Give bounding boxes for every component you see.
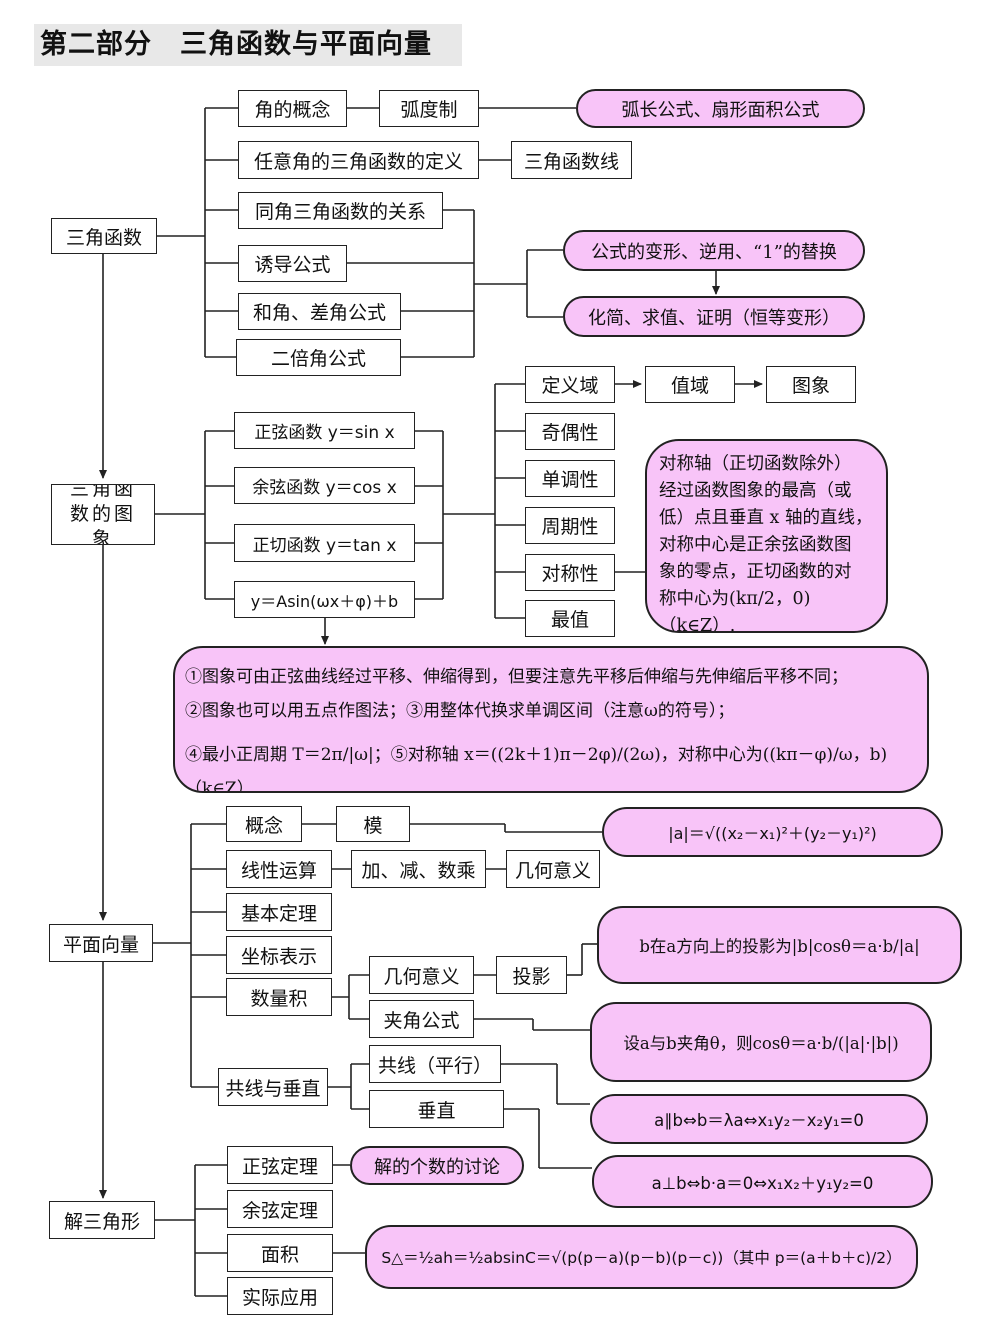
node-area-formula: S△＝½ah＝½absinC＝√(p(p－a)(p－b)(p－c))（其中 p＝… bbox=[365, 1225, 918, 1289]
node-symmetry-note: 对称轴（正切函数除外） 经过函数图象的最高（或 低）点且垂直 x 轴的直线， 对… bbox=[645, 439, 888, 633]
node-plane-vectors: 平面向量 bbox=[49, 924, 153, 962]
node-graph-notes: ①图象可由正弦曲线经过平移、伸缩得到，但要注意先平移后伸缩与先伸缩后平移不同； … bbox=[173, 646, 929, 793]
node-dot-geo: 几何意义 bbox=[369, 956, 474, 994]
node-concept: 概念 bbox=[226, 806, 302, 842]
node-collinear: 共线（平行） bbox=[369, 1045, 501, 1083]
node-trig-line: 三角函数线 bbox=[511, 141, 632, 179]
node-area: 面积 bbox=[227, 1234, 333, 1272]
node-general-sine: y＝Asin(ωx＋φ)＋b bbox=[234, 581, 415, 618]
node-simplify: 化简、求值、证明（恒等变形） bbox=[563, 296, 865, 337]
node-linear-ops: 线性运算 bbox=[226, 850, 332, 888]
node-any-angle-def: 任意角的三角函数的定义 bbox=[238, 141, 479, 179]
node-add-sub: 加、减、数乘 bbox=[351, 850, 486, 888]
node-range: 值域 bbox=[645, 366, 735, 403]
graph-note-line-2: ②图象也可以用五点作图法；③用整体代换求单调区间（注意ω的符号）； bbox=[185, 701, 735, 721]
node-solve-triangle: 解三角形 bbox=[49, 1201, 155, 1239]
node-arc-formula: 弧长公式、扇形面积公式 bbox=[576, 89, 865, 128]
node-double: 二倍角公式 bbox=[236, 339, 401, 376]
node-projection-formula: b在a方向上的投影为|b|cosθ＝a·b/|a| bbox=[597, 906, 962, 984]
node-modulus-formula: |a|＝√((x₂－x₁)²＋(y₂－y₁)²) bbox=[602, 807, 943, 857]
node-transform: 公式的变形、逆用、“1”的替换 bbox=[563, 230, 865, 271]
node-cos: 余弦函数 y＝cos x bbox=[234, 467, 415, 504]
node-modulus: 模 bbox=[336, 806, 410, 842]
node-sin: 正弦函数 y＝sin x bbox=[234, 412, 415, 449]
node-collinear-perp: 共线与垂直 bbox=[218, 1068, 328, 1106]
node-dot-product: 数量积 bbox=[226, 978, 332, 1016]
node-angle-formula: 设a与b夹角θ，则cosθ＝a·b/(|a|·|b|) bbox=[590, 1002, 932, 1082]
node-perpendicular: 垂直 bbox=[369, 1090, 504, 1128]
graph-note-line-1: ①图象可由正弦曲线经过平移、伸缩得到，但要注意先平移后伸缩与先伸缩后平移不同； bbox=[185, 667, 848, 687]
node-radian: 弧度制 bbox=[379, 90, 479, 127]
page-title: 第二部分 三角函数与平面向量 bbox=[34, 24, 462, 66]
node-sine-law: 正弦定理 bbox=[227, 1146, 333, 1184]
node-geo-meaning: 几何意义 bbox=[506, 850, 600, 888]
sym-note-line-5: 象的零点，正切函数的对 bbox=[659, 562, 852, 582]
node-same-angle: 同角三角函数的关系 bbox=[238, 192, 443, 229]
node-tan: 正切函数 y＝tan x bbox=[234, 524, 415, 562]
node-trig-functions: 三角函数 bbox=[51, 218, 157, 254]
node-domain: 定义域 bbox=[525, 366, 615, 403]
sym-note-line-3: 低）点且垂直 x 轴的直线， bbox=[659, 508, 873, 528]
graph-note-line-3: ④最小正周期 T＝2π/|ω|；⑤对称轴 x＝((2k＋1)π－2φ)/(2ω)… bbox=[185, 745, 888, 793]
sym-note-line-1: 对称轴（正切函数除外） bbox=[659, 454, 852, 474]
node-perp-formula: a⊥b⇔b·a＝0⇔x₁x₂＋y₁y₂=0 bbox=[592, 1155, 933, 1208]
node-angle-formula-label: 夹角公式 bbox=[369, 1000, 474, 1038]
node-coord: 坐标表示 bbox=[226, 936, 332, 974]
sym-note-line-4: 对称中心是正余弦函数图 bbox=[659, 535, 852, 555]
node-application: 实际应用 bbox=[227, 1277, 333, 1315]
node-trig-graphs: 三角函数的图象 bbox=[51, 484, 155, 545]
node-cosine-law: 余弦定理 bbox=[227, 1190, 333, 1228]
node-induction: 诱导公式 bbox=[238, 245, 347, 282]
node-extreme: 最值 bbox=[525, 600, 615, 637]
node-projection: 投影 bbox=[496, 956, 567, 994]
node-angle-concept: 角的概念 bbox=[238, 90, 347, 127]
node-graph: 图象 bbox=[766, 366, 856, 403]
node-parallel-formula: a∥b⇔b＝λa⇔x₁y₂－x₂y₁=0 bbox=[590, 1094, 928, 1144]
node-basic-theorem: 基本定理 bbox=[226, 893, 332, 931]
node-period: 周期性 bbox=[525, 507, 615, 544]
sym-note-line-6: 称中心为(kπ/2，0)（k∈Z）. bbox=[659, 589, 811, 633]
node-symmetry: 对称性 bbox=[525, 554, 615, 591]
node-monotonic: 单调性 bbox=[525, 460, 615, 497]
node-sum-diff: 和角、差角公式 bbox=[238, 293, 401, 330]
node-parity: 奇偶性 bbox=[525, 413, 615, 450]
node-sine-law-note: 解的个数的讨论 bbox=[350, 1146, 524, 1185]
sym-note-line-2: 经过函数图象的最高（或 bbox=[659, 481, 852, 501]
